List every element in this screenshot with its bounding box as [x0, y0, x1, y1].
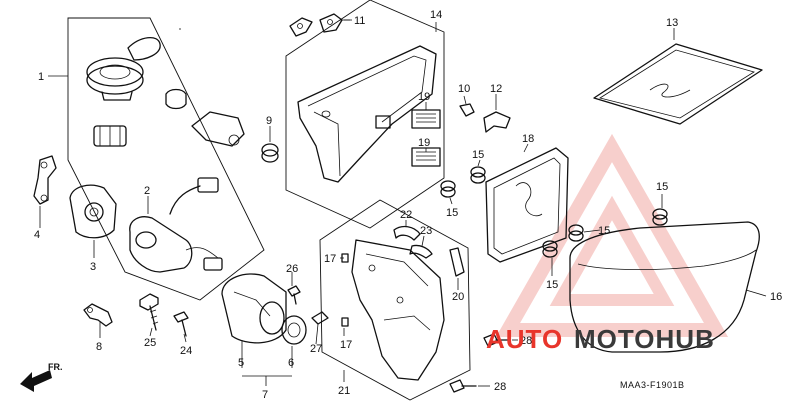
tool-box	[297, 45, 437, 183]
bolt-26	[287, 285, 301, 305]
callout-23: 23	[420, 225, 432, 237]
screw-24	[173, 311, 189, 337]
callout-4: 4	[34, 229, 40, 241]
grommet-15a	[470, 166, 486, 184]
callout-15b: 15	[446, 207, 458, 219]
toolbox-group-frame	[285, 0, 445, 229]
callout-14: 14	[430, 9, 442, 21]
callout-27: 27	[310, 343, 322, 355]
callout-15a: 15	[472, 149, 484, 161]
callout-3: 3	[90, 261, 96, 273]
callout-7: 7	[262, 389, 268, 401]
callout-20: 20	[452, 291, 464, 303]
grommet-9	[261, 143, 279, 163]
callout-10: 10	[458, 83, 470, 95]
bracket-stay	[33, 155, 57, 205]
callout-11: 11	[354, 15, 365, 27]
document-bag	[593, 43, 763, 125]
callout-2: 2	[144, 185, 150, 197]
ignition-switch	[129, 177, 223, 273]
callout-15d: 15	[546, 279, 558, 291]
callout-19b: 19	[418, 137, 430, 149]
callout-22: 22	[400, 209, 412, 221]
key	[83, 303, 113, 327]
grommet-15e	[652, 208, 668, 226]
callout-8: 8	[96, 341, 102, 353]
callout-9: 9	[266, 115, 272, 127]
clip-22	[393, 225, 421, 241]
bolt-27	[311, 311, 329, 325]
drawing-code: MAA3-F1901B	[620, 380, 685, 390]
bracket-panel	[351, 239, 445, 381]
callout-15e: 15	[656, 181, 668, 193]
mount-10	[459, 103, 475, 117]
callout-25: 25	[144, 337, 156, 349]
watermark-left: AUTO	[486, 324, 563, 354]
lock-cylinder	[221, 273, 307, 345]
key-set	[289, 13, 350, 37]
callout-26: 26	[286, 263, 298, 275]
callout-1: 1	[38, 71, 44, 83]
clip-23	[409, 244, 433, 259]
seal-18	[485, 147, 569, 263]
callout-15c: 15	[598, 225, 610, 237]
ignition-group-frame	[67, 17, 265, 301]
leader-lines	[39, 19, 767, 387]
callout-17a: 17	[324, 253, 336, 265]
grommet-15c	[568, 224, 584, 242]
grommet-15b	[440, 180, 456, 198]
callout-28b: 28	[494, 381, 506, 393]
watermark-text: AUTO MOTOHUB	[486, 324, 715, 354]
callout-19a: 19	[418, 91, 430, 103]
watermark-triangle	[495, 133, 729, 337]
callout-6: 6	[288, 357, 294, 369]
callout-16: 16	[770, 291, 782, 303]
bolt-28b	[449, 379, 477, 393]
callout-18: 18	[522, 133, 534, 145]
switch-cover	[69, 184, 117, 239]
cap-assembly	[86, 37, 245, 147]
callout-13: 13	[666, 17, 678, 29]
bolt-25	[139, 293, 159, 331]
callout-28a: 28	[520, 335, 532, 347]
callout-12: 12	[490, 83, 502, 95]
bolt-28a	[483, 333, 509, 347]
front-direction-arrow: FR.	[20, 362, 63, 392]
clip-12	[483, 111, 511, 133]
callout-21: 21	[338, 385, 350, 397]
direction-label: FR.	[48, 362, 63, 372]
callout-17b: 17	[340, 339, 352, 351]
callout-24: 24	[180, 345, 192, 357]
callout-5: 5	[238, 357, 244, 369]
clip-17b	[341, 317, 349, 327]
strap-20	[449, 247, 465, 277]
callout-numbers: 1 2 3 4 5 6 7 8 9 10 11 12 13 14 15 15 1…	[34, 9, 782, 401]
bracket-group-frame	[319, 199, 471, 401]
watermark-right: MOTOHUB	[574, 324, 715, 354]
side-cover	[569, 221, 760, 353]
